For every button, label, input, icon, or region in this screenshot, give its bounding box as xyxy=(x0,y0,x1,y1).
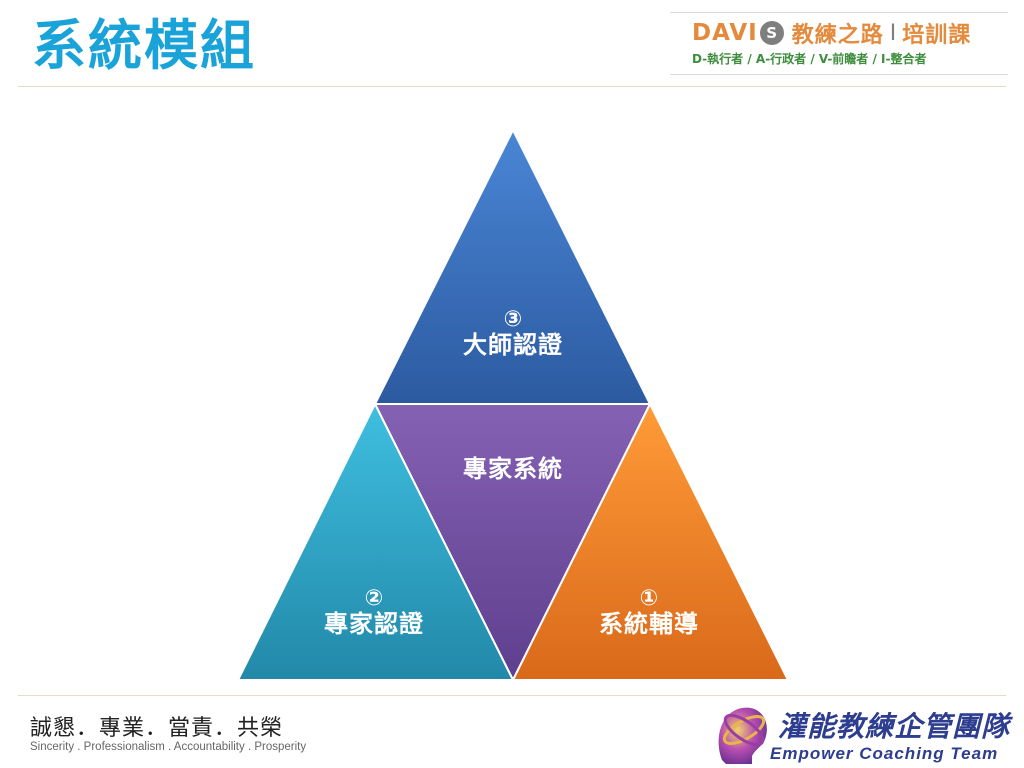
step-number: ① xyxy=(639,586,659,611)
course-type: 培訓課 xyxy=(902,23,972,48)
pyramid-right-segment xyxy=(511,401,790,681)
slide-title: 系統模組 xyxy=(32,14,256,77)
davis-title-row: DAVI S 教練之路 I 培訓課 xyxy=(692,18,971,48)
step-label: 系統輔導 xyxy=(599,610,699,639)
s-circle-icon: S xyxy=(759,21,784,45)
course-name: 教練之路 xyxy=(791,23,884,48)
company-name-english: Empower Coaching Team xyxy=(770,744,999,763)
company-name-chinese: 灌能教練企管團隊 xyxy=(778,710,1011,743)
footer-divider xyxy=(18,695,1006,696)
divider xyxy=(670,74,1008,75)
step-number: ③ xyxy=(503,307,523,332)
values-chinese: 誠懇．專業．當責．共榮 xyxy=(30,716,284,741)
values-english: Sincerity . Professionalism . Accountabi… xyxy=(30,741,307,753)
pyramid-left-segment xyxy=(236,401,515,681)
pyramid-top-label: ③ 大師認證 xyxy=(433,307,593,360)
pyramid-left-label: ② 專家認證 xyxy=(294,586,454,639)
header-divider xyxy=(18,86,1006,87)
davis-course-logo: DAVI S 教練之路 I 培訓課 D-執行者 / A-行政者 / V-前瞻者 … xyxy=(670,12,1008,75)
step-label: 專家系統 xyxy=(463,455,563,483)
pyramid-top-segment xyxy=(373,127,652,405)
step-label: 大師認證 xyxy=(463,331,563,360)
company-logo-icon xyxy=(718,707,767,764)
pyramid-center-label: 專家系統 xyxy=(433,455,593,483)
davis-brand: DAVI xyxy=(692,20,758,46)
divider xyxy=(670,12,1008,13)
pyramid-diagram xyxy=(236,127,790,683)
davis-subtitle: D-執行者 / A-行政者 / V-前瞻者 / I-整合者 xyxy=(692,52,927,66)
step-label: 專家認證 xyxy=(324,610,424,639)
step-number: ② xyxy=(364,586,384,611)
title-separator: I xyxy=(889,20,897,46)
pyramid-right-label: ① 系統輔導 xyxy=(569,586,729,639)
